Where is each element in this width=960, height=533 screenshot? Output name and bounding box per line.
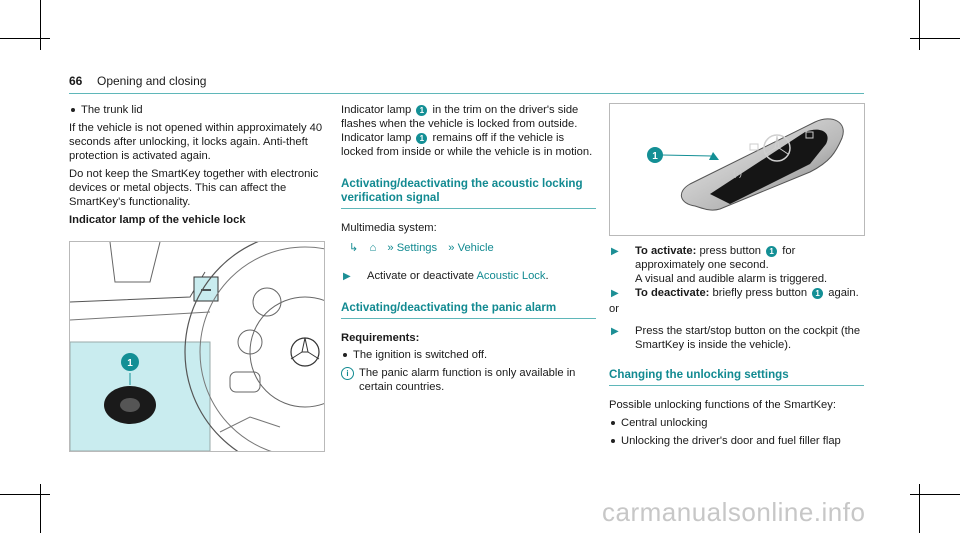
subheading: Indicator lamp of the vehicle lock <box>69 214 246 226</box>
return-arrow-icon: ↳ <box>349 242 359 254</box>
callout-badge: 1 <box>812 287 824 299</box>
nav-vehicle: Vehicle <box>457 242 494 254</box>
chevron-right-icon: » <box>448 242 455 254</box>
crop-mark <box>40 484 41 533</box>
deactivate-label: To deactivate: <box>635 287 710 299</box>
section-heading: Changing the unlocking settings <box>609 368 789 381</box>
header-rule <box>69 93 864 94</box>
crop-mark <box>0 38 50 39</box>
paragraph: Possible unlocking functions of the Smar… <box>609 399 836 411</box>
dashboard-illustration: 1 <box>70 242 324 451</box>
section-heading: Activating/deactivating the acoustic loc… <box>341 177 583 204</box>
callout-badge: 1 <box>416 104 428 116</box>
right-column: ▶ To activate: press button 1 for approx… <box>609 244 864 452</box>
text: for approximately one second. <box>635 245 796 271</box>
watermark: carmanualsonline.info <box>602 497 866 527</box>
note-text: The panic alarm function is only availab… <box>359 367 576 393</box>
heading-rule <box>609 385 864 386</box>
text: Indicator lamp <box>341 104 412 116</box>
step-arrow-icon: ▶ <box>611 288 619 299</box>
step-arrow-icon: ▶ <box>611 326 619 337</box>
heading-rule <box>341 318 596 319</box>
text: remains off if the vehicle is locked fro… <box>341 132 593 158</box>
section-heading: Activating/deactivating the panic alarm <box>341 301 557 314</box>
list-item: Unlocking the driver's door and fuel fil… <box>609 434 864 448</box>
section-title: Opening and closing <box>97 74 207 88</box>
callout-badge: 1 <box>416 132 428 144</box>
text: Activate or deactivate <box>367 270 474 282</box>
list-item-text: The ignition is switched off. <box>353 349 488 361</box>
list-item-text: Unlocking the driver's door and fuel fil… <box>621 435 841 447</box>
list-item: The trunk lid <box>69 103 324 117</box>
paragraph: Do not keep the SmartKey together with e… <box>69 168 319 208</box>
or-label: or <box>609 303 619 315</box>
figure-dashboard: 1 <box>69 241 325 452</box>
text: . <box>545 270 549 282</box>
step-arrow-icon: ▶ <box>343 271 351 282</box>
crop-mark <box>0 494 50 495</box>
svg-text:(·): (·) <box>733 168 742 178</box>
crop-mark <box>910 494 960 495</box>
list-item: Central unlocking <box>609 416 864 430</box>
instruction-step: ▶ Press the start/stop button on the coc… <box>609 324 864 352</box>
text: A visual and audible alarm is triggered. <box>635 273 828 285</box>
figure-callout: 1 <box>652 151 658 162</box>
list-item-text: The trunk lid <box>81 104 143 116</box>
middle-column: Indicator lamp 1 in the trim on the driv… <box>341 103 596 394</box>
crop-mark <box>919 484 920 533</box>
activate-label: To activate: <box>635 245 697 257</box>
requirements-label: Requirements: <box>341 332 420 344</box>
multimedia-label: Multimedia system: <box>341 222 437 234</box>
text: in the trim on the driver's side flashes… <box>341 104 579 144</box>
heading-rule <box>341 208 596 209</box>
list-item-text: Central unlocking <box>621 417 708 429</box>
smartkey-illustration: (·) 1 <box>647 118 844 211</box>
home-icon: ⌂ <box>369 242 377 254</box>
instruction-step: ▶ To activate: press button 1 for approx… <box>609 244 864 286</box>
instruction-step: ▶ To deactivate: briefly press button 1 … <box>609 286 864 300</box>
text: briefly press button <box>712 287 808 299</box>
step-arrow-icon: ▶ <box>611 246 619 257</box>
page-number: 66 <box>69 74 83 88</box>
chevron-right-icon: » <box>387 242 394 254</box>
paragraph: Indicator lamp 1 in the trim on the driv… <box>341 103 596 159</box>
text: Press the start/stop button on the cockp… <box>635 325 861 351</box>
paragraph: If the vehicle is not opened within appr… <box>69 122 323 162</box>
text: again. <box>828 287 859 299</box>
info-icon: i <box>341 367 354 380</box>
nav-settings: Settings <box>396 242 438 254</box>
menu-item-acoustic-lock: Acoustic Lock <box>476 270 546 282</box>
callout-badge: 1 <box>766 245 778 257</box>
left-column: The trunk lid If the vehicle is not open… <box>69 103 324 231</box>
text: press button <box>699 245 762 257</box>
figure-callout: 1 <box>127 358 133 369</box>
crop-mark <box>910 38 960 39</box>
note: i The panic alarm function is only avail… <box>341 366 596 394</box>
list-item: The ignition is switched off. <box>341 348 596 362</box>
crop-mark <box>40 0 41 50</box>
instruction-step: ▶ Activate or deactivate Acoustic Lock. <box>341 269 596 283</box>
nav-path: ↳ ⌂ » Settings » Vehicle <box>349 241 596 255</box>
crop-mark <box>919 0 920 50</box>
figure-smartkey: (·) 1 <box>609 103 865 236</box>
